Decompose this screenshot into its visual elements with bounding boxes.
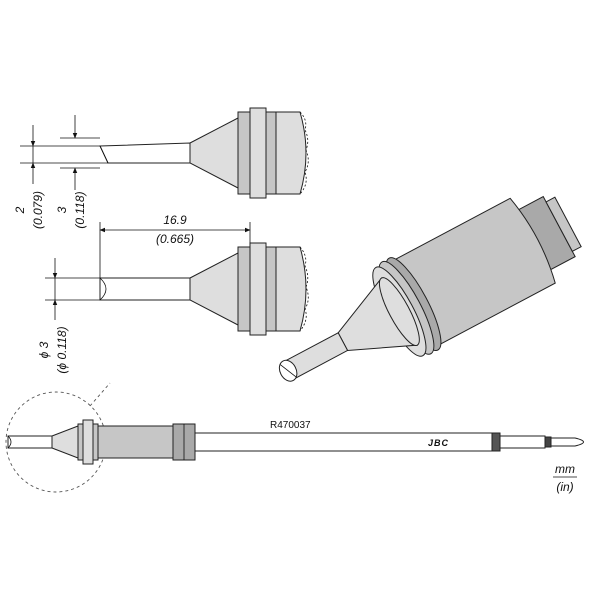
dimension-length: 16.9 (0.665): [99, 213, 251, 278]
tip-top-view: [99, 242, 309, 336]
dim-diameter-in: (ϕ 0.118): [55, 326, 69, 373]
dim-length-in: (0.665): [156, 232, 194, 246]
brand-logo: JBC: [428, 438, 449, 448]
dimension-diameter: ϕ 3 (ϕ 0.118): [37, 258, 100, 374]
tip-isometric-view: [278, 195, 582, 382]
dimension-thickness: 2 (0.079) 3 (0.118): [13, 115, 108, 229]
tip-side-view: [99, 107, 309, 199]
dim-diameter-mm: ϕ 3: [37, 341, 51, 358]
dim-length-mm: 16.9: [163, 213, 187, 227]
part-number: R470037: [270, 420, 311, 431]
units-legend: mm (in): [553, 462, 577, 494]
dim-a-in: (0.079): [31, 191, 45, 229]
dim-a-mm: 2: [13, 206, 27, 214]
unit-secondary: (in): [556, 480, 573, 494]
full-tool-view: R470037 JBC: [5, 382, 584, 493]
dim-b-in: (0.118): [73, 191, 87, 228]
dim-b-mm: 3: [55, 206, 69, 213]
unit-primary: mm: [555, 462, 575, 476]
